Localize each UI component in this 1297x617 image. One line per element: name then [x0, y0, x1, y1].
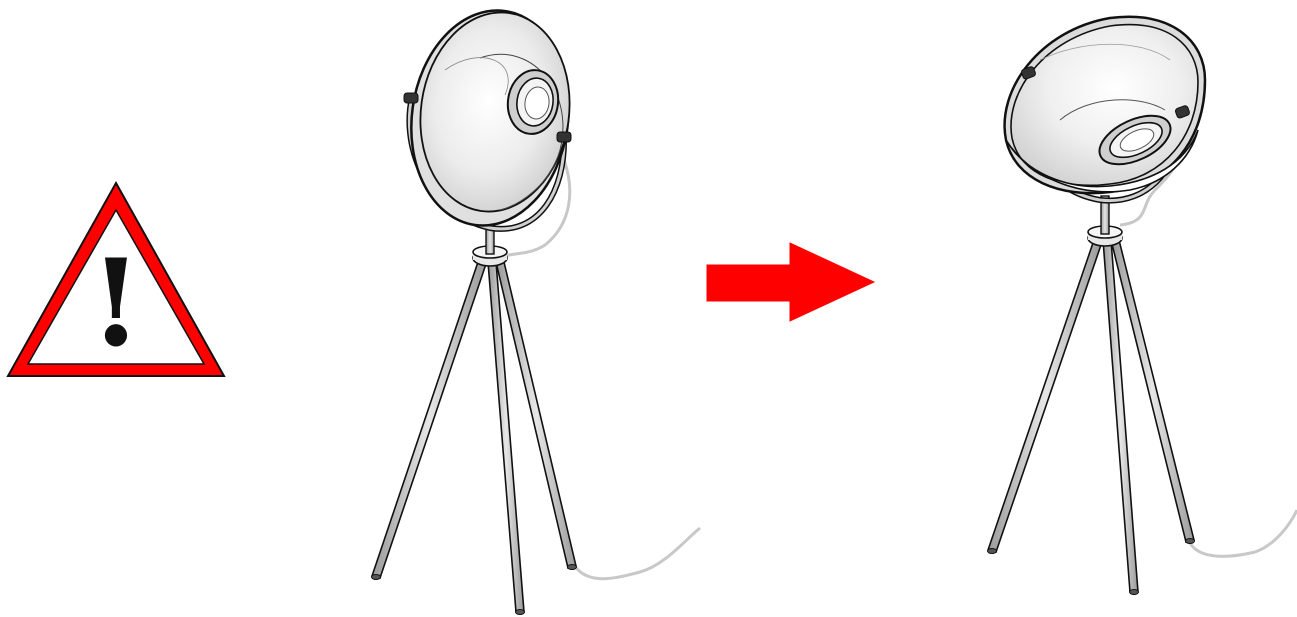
lamp-cable-floor — [1190, 510, 1297, 556]
lamp-knob-right — [557, 132, 571, 142]
arrow-right-icon — [707, 243, 874, 321]
tripod-legs — [988, 240, 1195, 595]
lamp-knob-left — [404, 93, 418, 103]
lamp-before — [372, 0, 701, 614]
lamp-cable-floor — [572, 528, 700, 579]
warning-triangle-icon: ! — [8, 183, 224, 376]
lamp-after — [988, 17, 1297, 595]
tripod-legs — [372, 262, 577, 615]
warning-symbol: ! — [90, 233, 143, 374]
